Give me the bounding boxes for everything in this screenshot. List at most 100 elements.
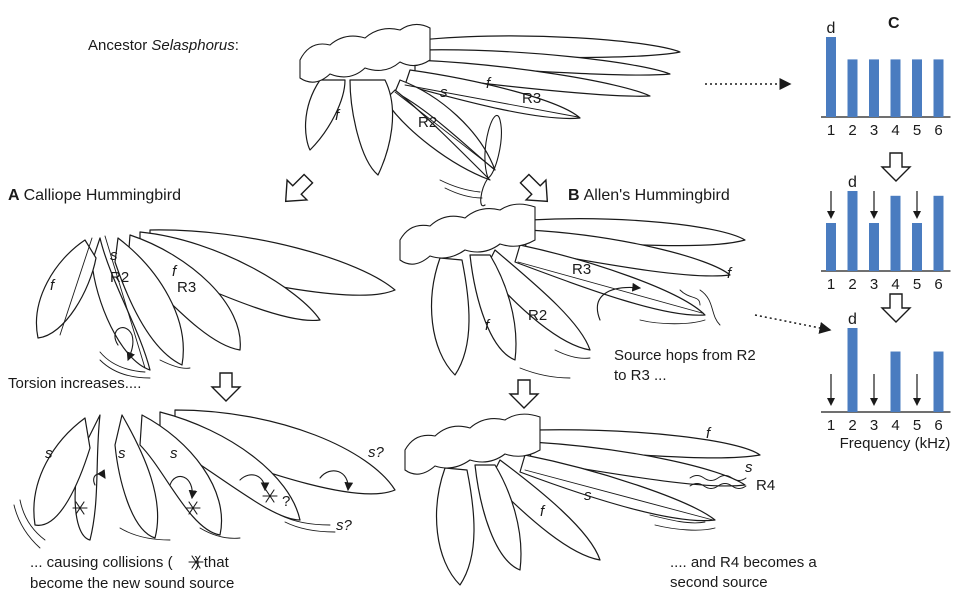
dominant-label: d [827, 20, 836, 37]
panel-b-caption-mid-1: Source hops from R2 [614, 347, 756, 364]
b2-coverts [405, 414, 540, 474]
harmonic-bar [912, 223, 922, 271]
panel-a-letter: A [8, 187, 20, 204]
panel-b-letter: B [568, 187, 580, 204]
arrow-b-down [510, 380, 538, 408]
harmonic-tick-label: 2 [848, 122, 856, 139]
a2-label-s3: s [170, 445, 178, 462]
harmonic-tick-label: 5 [913, 122, 921, 139]
ancestor-label-r2: R2 [418, 114, 437, 131]
b2-label-f1: f [706, 425, 712, 442]
harmonic-bar [934, 352, 944, 412]
harmonic-tick-label: 2 [848, 276, 856, 293]
panel-c: C 1d23456 12d3456 12d3456 Frequency (kHz… [821, 15, 951, 452]
ancestor-suffix: : [235, 37, 239, 54]
harmonic-tick-label: 1 [827, 122, 835, 139]
b1-sound-arcs [640, 320, 705, 324]
ancestor-label-r3: R3 [522, 90, 541, 107]
a1-label-r3: R3 [177, 279, 196, 296]
harmonic-tick-label: 5 [913, 417, 921, 434]
harmonic-tick-label: 6 [934, 276, 942, 293]
a2-label-s2: s [118, 445, 126, 462]
b2-inner-feather [437, 468, 474, 585]
harmonic-tick-label: 5 [913, 276, 921, 293]
harmonic-bar [934, 59, 944, 117]
b1-coverts [400, 204, 535, 264]
spectrum-intermediate: 12d3456 [821, 174, 951, 293]
b1-sound-arcs [700, 290, 720, 325]
harmonic-bar [826, 223, 836, 271]
harmonic-bar [826, 37, 836, 117]
a2-label-s1: s [45, 445, 53, 462]
harmonic-tick-label: 2 [848, 417, 856, 434]
b2-label-s2: s [584, 487, 592, 504]
panel-a-title: ACalliope Hummingbird [8, 187, 181, 204]
ancestor-sound-arcs [440, 180, 480, 192]
harmonic-bar [869, 223, 879, 271]
ancestor-inner-feather [350, 80, 393, 175]
spectrum-ancestor: 1 d 23456 [821, 20, 951, 139]
reduction-arrowhead [913, 398, 921, 406]
arrow-to-a [276, 169, 318, 211]
harmonic-bar [848, 328, 858, 412]
a1-label-s: s [110, 247, 118, 264]
panel-b-title: BAllen's Hummingbird [568, 187, 730, 204]
harmonic-tick-label: 3 [870, 276, 878, 293]
harmonic-bar [891, 59, 901, 117]
harmonic-tick-label: 4 [891, 122, 899, 139]
harmonic-bar [934, 196, 944, 271]
a2-label-s-q1: s? [368, 444, 385, 461]
b1-sound-arcs [555, 350, 590, 358]
b1-sound-arcs [520, 368, 570, 378]
reduction-arrowhead [827, 398, 835, 406]
a1-label-r2: R2 [110, 269, 129, 286]
reduction-arrowhead [827, 211, 835, 219]
harmonic-bar [869, 59, 879, 117]
dominant-label: d [848, 174, 857, 191]
harmonic-tick-label: 4 [891, 276, 899, 293]
b1-label-r3: R3 [572, 261, 591, 278]
panel-b-caption-bottom-1: .... and R4 becomes a [670, 554, 817, 571]
b1-label-f1: f [727, 265, 733, 282]
b2-label-s1: s [745, 459, 753, 476]
harmonic-tick-label: 6 [934, 122, 942, 139]
a2-label-question: ? [282, 493, 290, 510]
arrow-c-down-2 [882, 294, 910, 322]
panel-c-letter: C [888, 15, 900, 32]
panel-b-caption-mid-2: to R3 ... [614, 367, 667, 384]
arrow-a-down [212, 373, 240, 401]
b2-sound-arcs [655, 525, 715, 530]
reduction-arrowhead [870, 398, 878, 406]
ancestor-label-f1: f [335, 107, 341, 124]
b2-label-r4: R4 [756, 477, 775, 494]
panel-a-name: Calliope Hummingbird [24, 187, 181, 204]
a1-feather-f-inner [36, 240, 96, 338]
arrow-c-down-1 [882, 153, 910, 181]
panel-a-caption-bottom-1a: ... causing collisions ( [30, 554, 173, 571]
a2-label-s-q2: s? [336, 517, 353, 534]
ancestor-label-s: s [440, 84, 448, 101]
ancestor-wing: Ancestor Selasphorus: f s f R2 R3 [88, 24, 680, 205]
reduction-arrowhead [913, 211, 921, 219]
harmonic-tick-label: 1 [827, 417, 835, 434]
harmonic-tick-label: 3 [870, 122, 878, 139]
harmonic-tick-label: 6 [934, 417, 942, 434]
ancestor-caption: Ancestor Selasphorus: [88, 37, 239, 54]
dominant-label: d [848, 311, 857, 328]
ancestor-prefix: Ancestor [88, 37, 151, 54]
harmonic-bar [891, 196, 901, 271]
reduction-arrowhead [870, 211, 878, 219]
b1-label-r2: R2 [528, 307, 547, 324]
ancestor-sound-arcs [445, 188, 482, 198]
harmonic-bar [912, 59, 922, 117]
harmonic-tick-label: 3 [870, 417, 878, 434]
panel-b-caption-bottom-2: second source [670, 574, 768, 591]
harmonic-bar [891, 352, 901, 412]
panel-a-caption-mid: Torsion increases.... [8, 375, 141, 392]
panel-a-caption-bottom-2: become the new sound source [30, 575, 234, 592]
ancestor-genus: Selasphorus [151, 37, 235, 54]
harmonic-bar [848, 191, 858, 271]
